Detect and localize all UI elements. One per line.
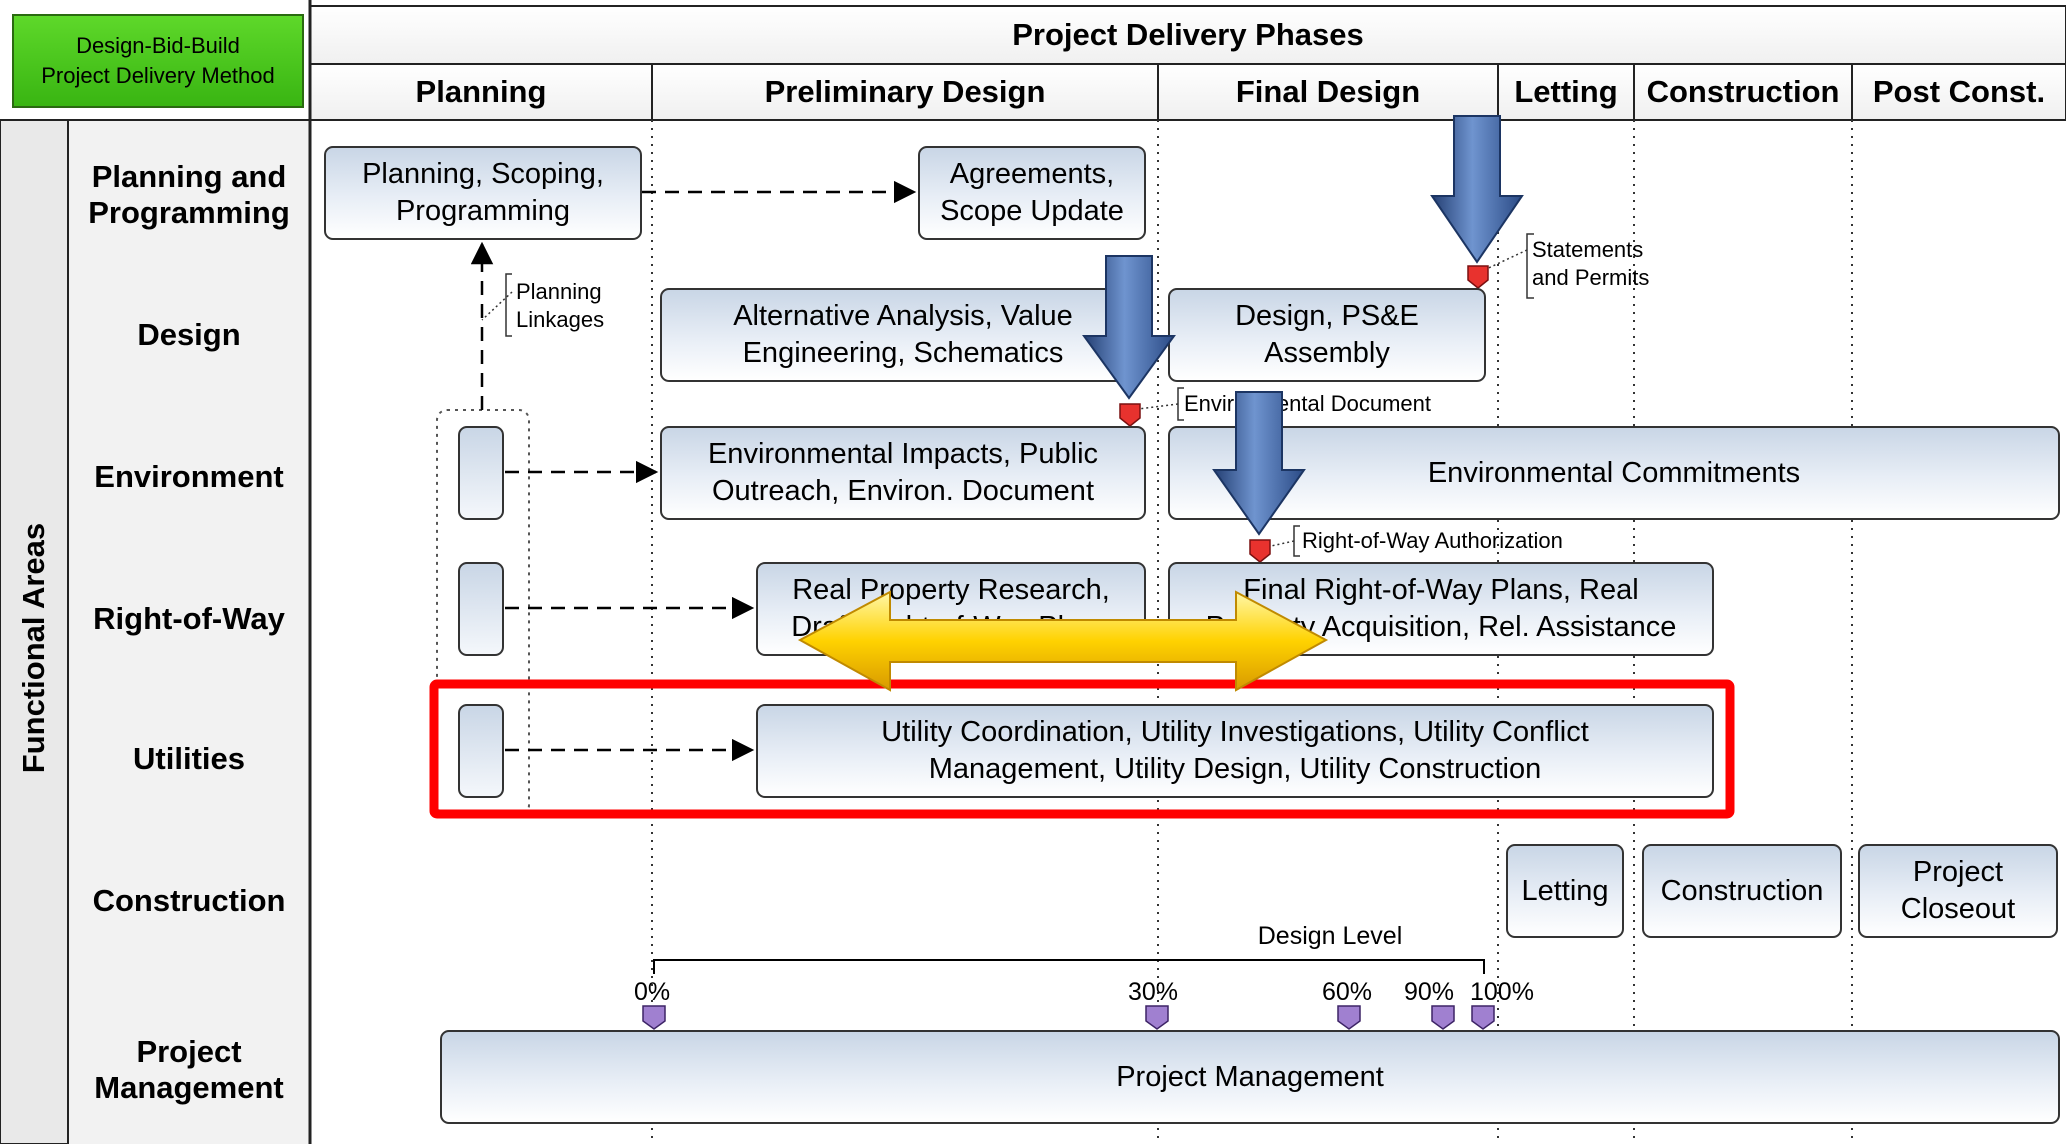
note-row-authorization: Right-of-Way Authorization bbox=[1302, 528, 1563, 553]
planning-linkage-box-utilities bbox=[458, 704, 504, 798]
blue-down-arrow-statements bbox=[1430, 115, 1524, 264]
milestone-environmental-document bbox=[1119, 403, 1141, 427]
phase-planning: Planning bbox=[415, 74, 547, 109]
purple-milestones bbox=[642, 1005, 1495, 1030]
milestone-label-0: 0% bbox=[634, 978, 671, 1006]
design-level-bracket bbox=[653, 959, 1485, 974]
blue-down-arrow-row-authorization bbox=[1212, 391, 1306, 536]
task-project-management: Project Management bbox=[440, 1030, 2060, 1124]
task-letting: Letting bbox=[1506, 844, 1624, 938]
planning-group-outline bbox=[436, 409, 530, 816]
method-line2: Project Delivery Method bbox=[41, 63, 275, 88]
phases-header-bg bbox=[309, 63, 2066, 121]
milestone-label-100: 100% bbox=[1470, 978, 1534, 1006]
phase-final-design: Final Design bbox=[1235, 74, 1421, 109]
side-label-bg bbox=[0, 119, 69, 1144]
milestone-label-90: 90% bbox=[1404, 978, 1455, 1006]
row-label-environment: Environment bbox=[94, 459, 284, 494]
phase-construction: Construction bbox=[1646, 74, 1840, 109]
utilities-highlight-box bbox=[429, 679, 1735, 819]
method-line1: Design-Bid-Build bbox=[76, 33, 240, 58]
red-milestones bbox=[1119, 265, 1489, 563]
note-environmental-document: Environmental Document bbox=[1184, 391, 1432, 416]
blue-down-arrow-environmental-document bbox=[1082, 255, 1176, 400]
task-environmental-commitments: Environmental Commitments bbox=[1168, 426, 2060, 520]
task-construction: Construction bbox=[1642, 844, 1842, 938]
row-label-construction: Construction bbox=[92, 883, 286, 918]
dashed-connectors bbox=[470, 180, 917, 762]
milestone-row-authorization bbox=[1249, 539, 1271, 563]
task-utility: Utility Coordination, Utility Investigat… bbox=[756, 704, 1714, 798]
row-label-design: Design bbox=[137, 317, 241, 352]
yellow-double-arrow bbox=[797, 590, 1329, 692]
row-label-right-of-way: Right-of-Way bbox=[93, 601, 285, 636]
phase-letting: Letting bbox=[1514, 74, 1618, 109]
task-planning-scoping: Planning, Scoping,Programming bbox=[324, 146, 642, 240]
delivery-method-box: Design-Bid-Build Project Delivery Method bbox=[12, 14, 304, 108]
phase-dividers bbox=[651, 64, 1853, 120]
planning-linkage-box-right-of-way bbox=[458, 562, 504, 656]
row-label-utilities: Utilities bbox=[133, 741, 245, 776]
design-level-label: Design Level bbox=[1257, 922, 1403, 950]
phase-post-construction: Post Const. bbox=[1872, 74, 2046, 109]
phase-preliminary-design: Preliminary Design bbox=[764, 74, 1046, 109]
milestone-statements bbox=[1467, 265, 1489, 289]
phases-title-bg bbox=[309, 5, 2066, 65]
milestone-label-30: 30% bbox=[1128, 978, 1179, 1006]
planning-linkage-box-environment bbox=[458, 426, 504, 520]
task-agreements: Agreements,Scope Update bbox=[918, 146, 1146, 240]
phases-title: Project Delivery Phases bbox=[1012, 17, 1364, 52]
milestone-label-60: 60% bbox=[1322, 978, 1373, 1006]
